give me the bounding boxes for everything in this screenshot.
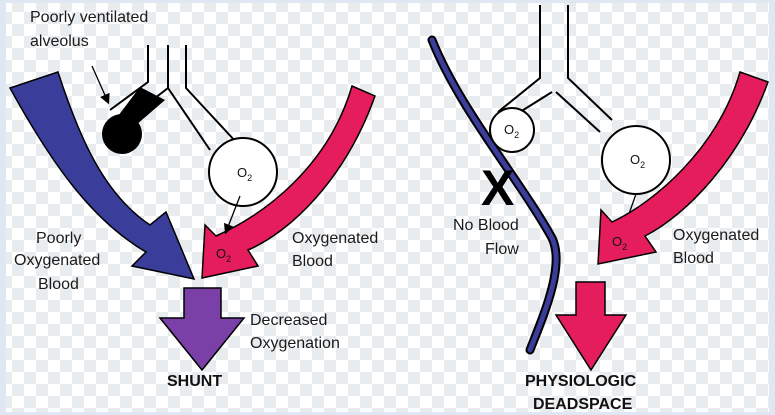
poorly-oxygenated-label-line3: Blood xyxy=(38,276,79,293)
decreased-oxygenation-label-line1: Decreased xyxy=(250,312,327,329)
callout-label-line2: alveolus xyxy=(30,33,89,50)
no-blood-flow-label-line2: Flow xyxy=(485,241,519,258)
callout-label-line1: Poorly ventilated xyxy=(30,9,148,26)
deadspace-panel: O2 O2 O2 X No Blood Flow Oxygenated Bloo… xyxy=(432,5,768,413)
decreased-oxygenation-arrow xyxy=(160,288,244,370)
callout-arrow xyxy=(92,66,108,102)
blocked-flow-marker: X xyxy=(481,160,514,216)
poorly-ventilated-alveolus xyxy=(102,114,142,154)
oxygenated-label-shunt-line2: Blood xyxy=(292,253,333,270)
deadspace-caption-line2: DEADSPACE xyxy=(533,396,633,413)
oxygenated-label-deadspace-line1: Oxygenated xyxy=(673,227,759,244)
shunt-panel: O2 O2 Poorly ventilated alveolus Poorly … xyxy=(10,9,378,390)
oxygenated-label-deadspace-line2: Blood xyxy=(673,250,714,267)
no-blood-flow-label-line1: No Blood xyxy=(453,217,519,234)
poorly-oxygenated-label-line2: Oxygenated xyxy=(14,252,100,269)
poorly-oxygenated-label-line1: Poorly xyxy=(36,230,81,247)
oxygenated-label-shunt-line1: Oxygenated xyxy=(292,230,378,247)
poorly-oxygenated-vessel xyxy=(10,72,194,279)
decreased-oxygenation-label-line2: Oxygenation xyxy=(250,335,340,352)
deadspace-caption-line1: PHYSIOLOGIC xyxy=(525,373,637,390)
output-arrow-deadspace xyxy=(556,282,626,370)
shunt-caption: SHUNT xyxy=(167,373,222,390)
